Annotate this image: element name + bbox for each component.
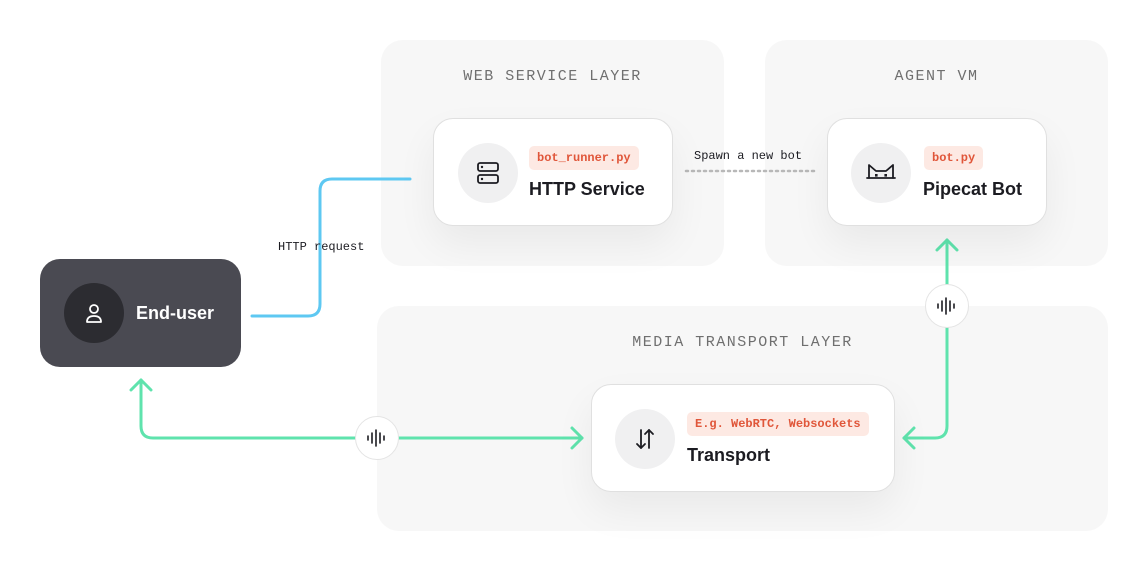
audio-wave-badge-bottom xyxy=(355,416,399,460)
arrowhead-enduser xyxy=(129,378,153,392)
arrowhead-bot xyxy=(935,238,959,252)
arrowhead-transport-right xyxy=(902,426,916,450)
audio-wave-badge-right xyxy=(925,284,969,328)
transport-protocol-tag: E.g. WebRTC, Websockets xyxy=(687,412,869,436)
user-icon xyxy=(64,283,124,343)
transport-card[interactable]: E.g. WebRTC, Websockets Transport xyxy=(591,384,895,492)
pipecat-logo-icon xyxy=(851,143,911,203)
audio-wave-icon xyxy=(367,429,385,447)
pipecat-bot-title: Pipecat Bot xyxy=(923,179,1023,199)
arrowhead-transport-left xyxy=(570,426,584,450)
end-user-card[interactable]: End-user xyxy=(40,259,241,367)
transport-title: Transport xyxy=(687,445,771,465)
media-transport-layer-title: MEDIA TRANSPORT LAYER xyxy=(632,334,853,351)
transport-bot-line xyxy=(902,238,949,440)
http-service-title: HTTP Service xyxy=(529,179,645,199)
enduser-transport-line xyxy=(139,378,584,440)
audio-wave-icon xyxy=(937,297,955,315)
server-icon xyxy=(458,143,518,203)
pipecat-bot-card[interactable]: bot.py Pipecat Bot xyxy=(827,118,1047,226)
spawn-bot-label: Spawn a new bot xyxy=(694,149,803,163)
http-request-line xyxy=(250,177,412,318)
http-request-label: HTTP request xyxy=(278,240,365,254)
end-user-title: End-user xyxy=(136,303,215,323)
pipecat-bot-file-tag: bot.py xyxy=(924,146,984,170)
web-service-layer-title: WEB SERVICE LAYER xyxy=(463,68,642,85)
http-service-file-tag: bot_runner.py xyxy=(529,146,639,170)
media-transport-layer: MEDIA TRANSPORT LAYER xyxy=(377,306,1108,531)
arrows-up-down-icon xyxy=(615,409,675,469)
http-service-card[interactable]: bot_runner.py HTTP Service xyxy=(433,118,673,226)
agent-vm-layer-title: AGENT VM xyxy=(894,68,979,85)
